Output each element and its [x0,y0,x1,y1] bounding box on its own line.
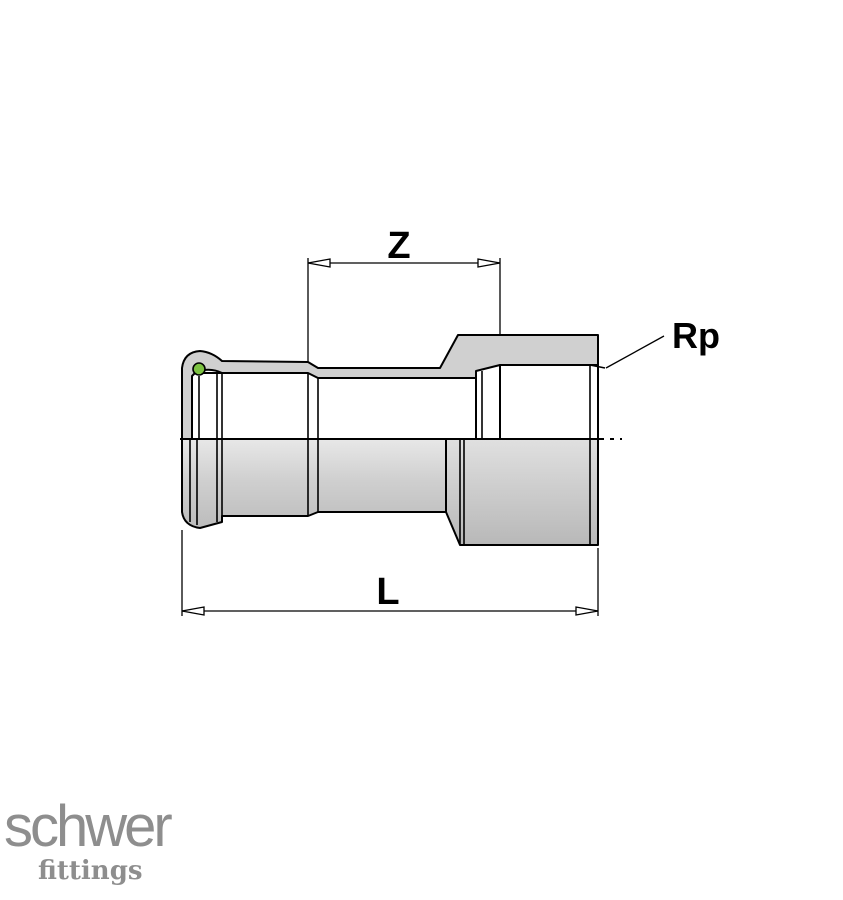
pipe-interior [185,372,477,440]
socket-exterior [445,438,599,546]
logo-wordmark: schwer [4,794,173,859]
dimension-z [307,258,501,362]
fitting-section-half [181,334,599,440]
thread-label: Rp [672,315,720,356]
dimension-l-label: L [376,571,399,613]
section-detail-lines [191,364,606,439]
dimension-z-label: Z [387,225,410,267]
seal-ring-icon [192,362,206,376]
logo-tagline: fittings [38,856,143,886]
socket-interior [499,364,599,440]
exterior-detail-lines [189,439,591,545]
press-end-wall [181,334,599,440]
fitting-exterior-half [181,438,599,546]
dimension-l [181,530,599,616]
thread-leader-line [605,335,665,369]
